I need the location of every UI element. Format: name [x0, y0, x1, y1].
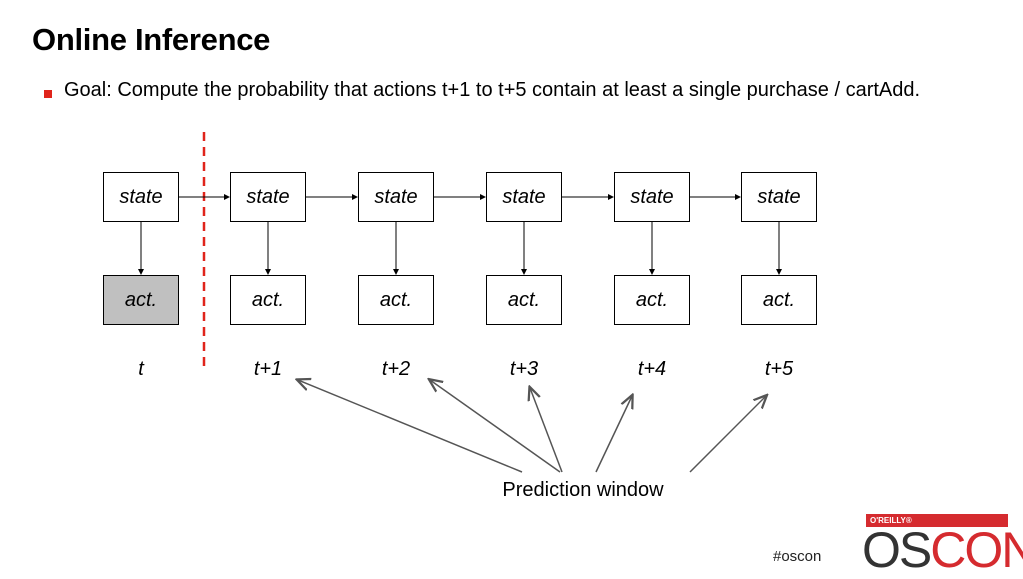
prediction-arrow	[689, 396, 766, 473]
state-box: state	[358, 172, 434, 222]
slide-title: Online Inference	[32, 22, 271, 57]
prediction-arrow	[530, 388, 563, 473]
state-box: state	[103, 172, 179, 222]
action-box: act.	[103, 275, 179, 325]
time-label: t+2	[381, 358, 411, 380]
time-label: t	[138, 358, 144, 380]
action-box: act.	[741, 275, 817, 325]
oreilly-logo-bar: O'REILLY®	[866, 514, 1008, 527]
action-box: act.	[230, 275, 306, 325]
prediction-window-label: Prediction window	[502, 479, 664, 501]
bullet-icon	[44, 90, 52, 98]
time-label: t+1	[253, 358, 283, 380]
state-box: state	[486, 172, 562, 222]
state-box: state	[614, 172, 690, 222]
action-box: act.	[486, 275, 562, 325]
time-label: t+3	[509, 358, 539, 380]
hashtag: #oscon	[773, 548, 822, 565]
state-box: state	[741, 172, 817, 222]
oscon-logo: OSCON	[862, 522, 1023, 578]
time-label: t+5	[764, 358, 794, 380]
state-box: state	[230, 172, 306, 222]
prediction-arrow	[298, 380, 523, 473]
prediction-arrows	[298, 380, 766, 473]
prediction-arrow	[595, 396, 632, 473]
action-box: act.	[614, 275, 690, 325]
action-box: act.	[358, 275, 434, 325]
action-arrows	[138, 222, 782, 275]
prediction-arrow	[430, 380, 561, 473]
goal-text: Goal: Compute the probability that actio…	[64, 79, 921, 101]
time-label: t+4	[637, 358, 667, 380]
